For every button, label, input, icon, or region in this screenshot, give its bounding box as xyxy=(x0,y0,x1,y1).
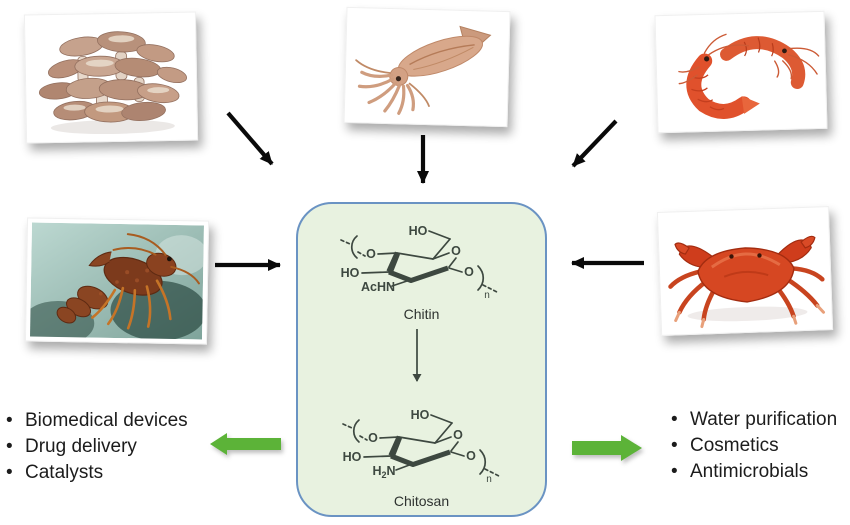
arrow-shrimp-to-box xyxy=(571,119,618,168)
chitosan-amine-label: H2N xyxy=(372,464,395,480)
chitosan-right-o-label: O xyxy=(466,449,476,463)
list-item: • Antimicrobials xyxy=(671,459,849,485)
bullet-icon: • xyxy=(6,462,13,483)
shrimp-illustration xyxy=(659,15,823,129)
shrimp-photo xyxy=(654,10,828,134)
chitin-ring-o-label: O xyxy=(451,244,461,258)
chitosan-repeat-n: n xyxy=(486,474,492,485)
squid-photo xyxy=(343,6,511,128)
application-label: Catalysts xyxy=(25,462,104,483)
chitosan-left-o-label: O xyxy=(368,431,378,445)
list-item: • Catalysts xyxy=(6,460,246,486)
bullet-icon: • xyxy=(671,409,678,430)
chitosan-amine-n: N xyxy=(387,464,396,478)
arrow-mushrooms-to-box xyxy=(226,111,274,166)
chitosan-ring-o-label: O xyxy=(453,428,463,442)
chitin-ho-left-label: HO xyxy=(341,266,360,280)
applications-list-left: • Biomedical devices • Drug delivery • C… xyxy=(6,408,246,486)
list-item: • Biomedical devices xyxy=(6,408,246,434)
chitin-chitosan-box xyxy=(296,202,547,517)
application-label: Antimicrobials xyxy=(690,461,809,482)
chitin-amine-label: AcHN xyxy=(361,280,395,294)
bullet-icon: • xyxy=(6,410,13,431)
application-label: Biomedical devices xyxy=(25,410,188,431)
application-label: Water purification xyxy=(690,409,838,430)
mushrooms-photo xyxy=(23,11,199,144)
bullet-icon: • xyxy=(6,436,13,457)
list-item: • Water purification xyxy=(671,407,849,433)
chitosan-structure: HO O O HO H2N O n xyxy=(342,408,502,485)
squid-illustration xyxy=(348,12,506,122)
chitosan-amine-sub: 2 xyxy=(381,470,386,480)
chitosan-caption: Chitosan xyxy=(393,493,450,509)
application-label: Drug delivery xyxy=(25,436,137,457)
chitin-right-o-label: O xyxy=(464,265,474,279)
crab-illustration xyxy=(662,211,828,331)
chitosan-ho-top-label: HO xyxy=(411,408,430,422)
mushrooms-illustration xyxy=(28,16,194,139)
lobster-illustration xyxy=(30,222,204,340)
lobster-photo xyxy=(24,217,210,345)
chitosan-amine-h: H xyxy=(372,464,381,478)
chitin-caption: Chitin xyxy=(403,306,440,322)
chitosan-ho-left-label: HO xyxy=(343,450,362,464)
bullet-icon: • xyxy=(671,461,678,482)
chitin-ho-top-label: HO xyxy=(409,224,428,238)
crab-photo xyxy=(656,206,834,336)
list-item: • Drug delivery xyxy=(6,434,246,460)
applications-list-right: • Water purification • Cosmetics • Antim… xyxy=(671,407,849,485)
chitin-structure: HO O O HO AcHN O n xyxy=(340,224,500,301)
application-label: Cosmetics xyxy=(690,435,779,456)
bullet-icon: • xyxy=(671,435,678,456)
green-arrow-right-applications xyxy=(572,435,642,461)
list-item: • Cosmetics xyxy=(671,433,849,459)
chitin-left-o-label: O xyxy=(366,247,376,261)
chitin-repeat-n: n xyxy=(484,290,490,301)
